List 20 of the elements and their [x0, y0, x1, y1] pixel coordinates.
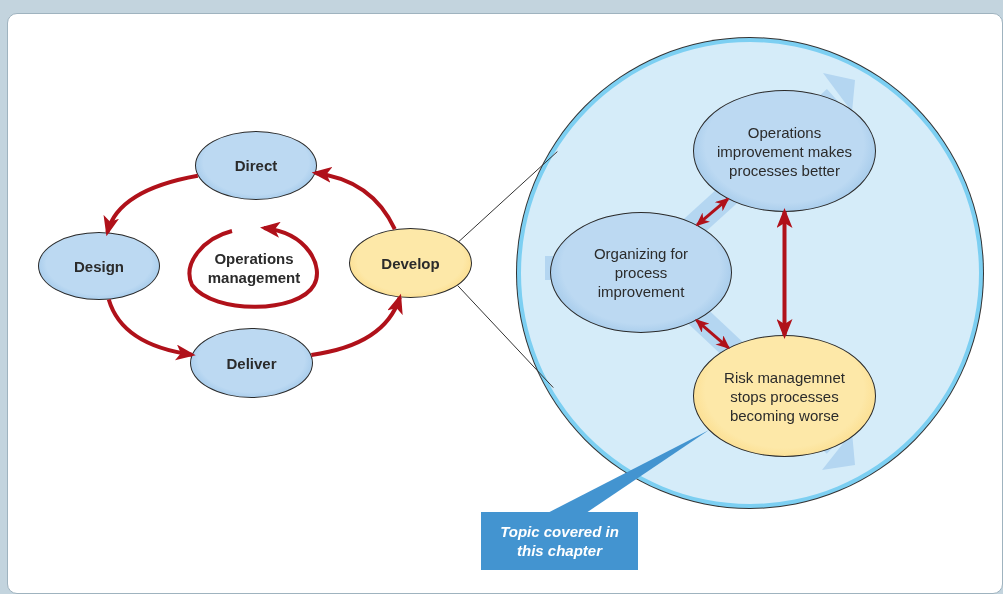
arrow [776, 208, 793, 339]
node-label: Deliver [226, 353, 277, 373]
node-label: Develop [381, 253, 440, 273]
zoom-line [457, 285, 554, 389]
node-label: Operations management [206, 249, 302, 287]
node-label: Design [74, 256, 124, 276]
arrow [106, 298, 196, 360]
callout-pointer [549, 430, 709, 512]
zoom-line [458, 151, 558, 242]
arrow [695, 319, 730, 350]
arrow [311, 167, 397, 231]
arrow [311, 293, 402, 357]
arrow [104, 173, 199, 237]
node-label: Risk managemnet stops processes becoming worse [723, 367, 846, 425]
callout-box [481, 512, 638, 570]
node-label: Direct [234, 156, 278, 175]
arrow [695, 197, 730, 227]
node-label: Operations improvement makes processes better [715, 122, 853, 180]
node-label: Organizing for process improvement [592, 244, 690, 301]
callout-text: Topic covered in this chapter [499, 522, 620, 560]
